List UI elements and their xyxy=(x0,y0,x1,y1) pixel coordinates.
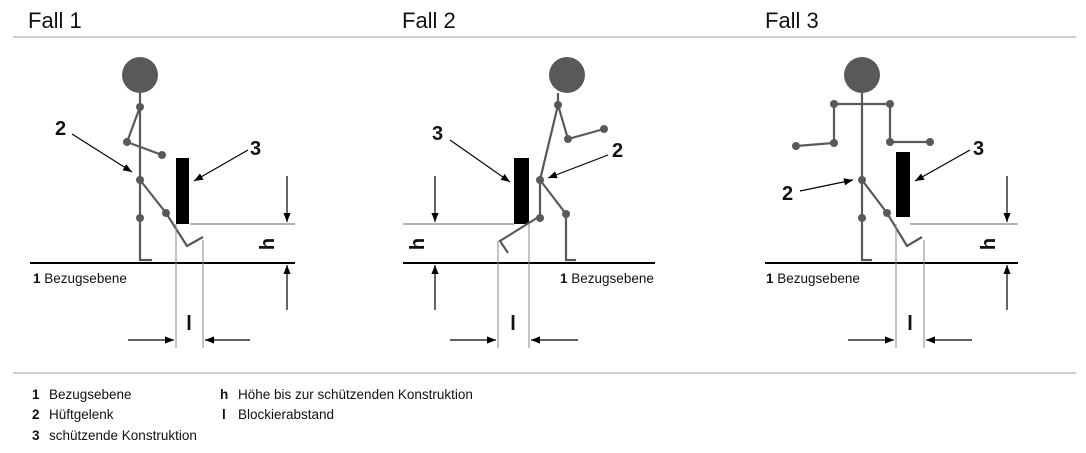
legend-text: Hüftgelenk xyxy=(49,407,114,422)
height-label: h xyxy=(257,238,279,250)
legend-key: h xyxy=(220,387,228,402)
case-title: Fall 3 xyxy=(765,8,819,33)
hip-joint-callout: 2 xyxy=(612,140,623,162)
left-arm xyxy=(795,104,836,148)
head xyxy=(122,57,158,93)
legend-key: 2 xyxy=(32,407,40,422)
height-label: h xyxy=(978,238,1000,250)
legend-text: schützende Konstruktion xyxy=(49,428,197,443)
case-1: Fall 1 1 Bezugsebene 2 3 h xyxy=(28,8,295,348)
distance-label: l xyxy=(186,313,192,335)
reference-plane-label: 1 Bezugsebene xyxy=(560,271,654,286)
person-figure xyxy=(795,57,930,262)
case-title: Fall 2 xyxy=(402,8,456,33)
raised-leg xyxy=(861,179,923,248)
reference-plane-label: 1 Bezugsebene xyxy=(33,271,127,286)
legend-text: Höhe bis zur schützenden Konstruktion xyxy=(238,387,473,402)
hip-joint-callout: 2 xyxy=(55,118,66,140)
legend-key: 1 xyxy=(32,387,40,402)
standing-leg xyxy=(138,216,152,262)
head xyxy=(549,57,585,93)
raised-leg xyxy=(139,179,204,248)
case-2: Fall 2 1 Bezugsebene 3 2 h l xyxy=(402,8,655,348)
legend-key: 3 xyxy=(32,428,40,443)
protective-structure xyxy=(176,158,189,224)
right-arm xyxy=(888,104,930,144)
legend: 1 Bezugsebene 2 Hüftgelenk 3 schützende … xyxy=(32,387,473,443)
protective-structure xyxy=(896,152,910,217)
distance-label: l xyxy=(510,313,516,335)
hip-joint-callout: 2 xyxy=(782,183,793,205)
standing-leg xyxy=(539,179,576,262)
protective-structure xyxy=(514,158,529,224)
case-3: Fall 3 1 Bezugsebene 2 3 h xyxy=(765,8,1018,348)
structure-callout: 3 xyxy=(432,123,443,145)
case-title: Fall 1 xyxy=(28,8,82,33)
legend-text: Bezugsebene xyxy=(49,387,132,402)
joints xyxy=(123,103,170,222)
spine xyxy=(538,93,560,216)
structure-callout: 3 xyxy=(250,138,261,160)
joints xyxy=(792,100,934,222)
legend-key: l xyxy=(222,407,226,422)
legend-text: Blockierabstand xyxy=(238,407,334,422)
height-label: h xyxy=(407,238,429,250)
head xyxy=(844,57,880,93)
joints xyxy=(536,101,608,222)
reference-plane-label: 1 Bezugsebene xyxy=(766,271,860,286)
raised-leg xyxy=(498,215,541,254)
structure-callout: 3 xyxy=(973,138,984,160)
person-figure xyxy=(498,57,605,262)
arm xyxy=(556,104,605,141)
standing-leg xyxy=(860,216,872,262)
distance-label: l xyxy=(907,313,913,335)
arm xyxy=(125,106,163,157)
